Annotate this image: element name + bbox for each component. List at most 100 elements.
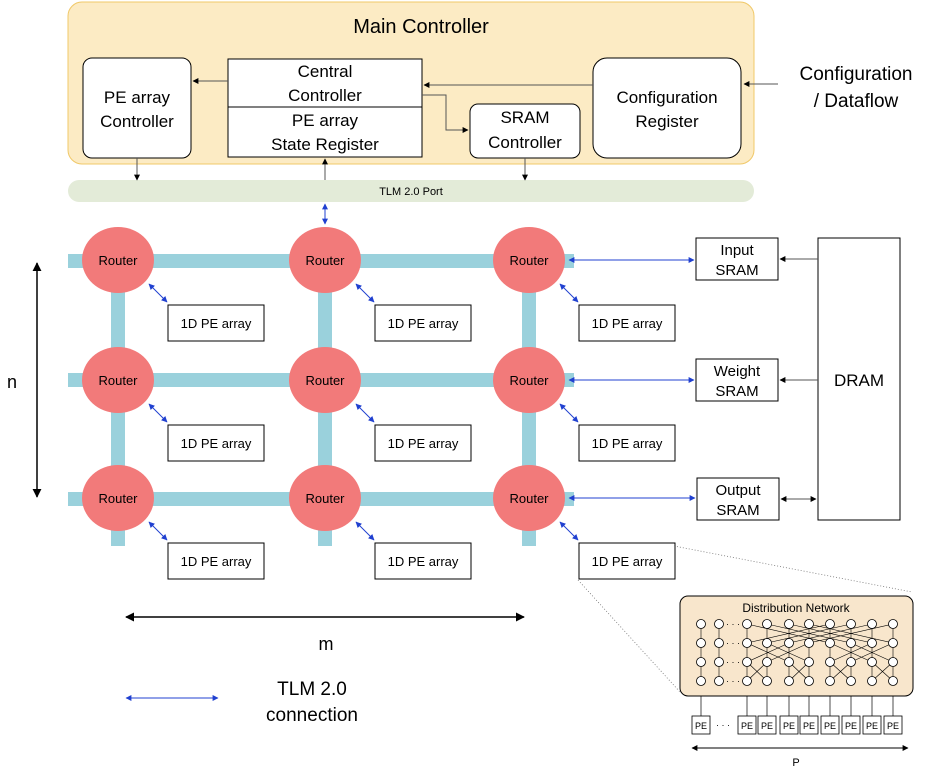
dram-box — [817, 237, 901, 521]
dist-node — [825, 638, 835, 648]
pe-array-label: 1D PE array — [388, 316, 459, 331]
dist-node — [762, 676, 772, 686]
dist-ellipsis: · · · — [726, 657, 740, 667]
dist-node — [784, 676, 794, 686]
pe-array-label: 1D PE array — [592, 554, 663, 569]
dist-node — [867, 657, 877, 667]
dist-node — [742, 676, 752, 686]
pe-label: PE — [866, 721, 878, 731]
router-label: Router — [98, 373, 138, 388]
dist-node — [825, 657, 835, 667]
configuration-register-line1: Configuration — [616, 88, 717, 107]
pe-label: PE — [803, 721, 815, 731]
pe-label: PE — [845, 721, 857, 731]
router-node — [289, 347, 361, 413]
dist-edge — [788, 623, 873, 644]
router-node — [493, 227, 565, 293]
pe-box — [883, 715, 903, 735]
pe-array-box — [374, 424, 472, 462]
router-label: Router — [98, 253, 138, 268]
dist-node — [784, 619, 794, 629]
pe-array-box — [167, 542, 265, 580]
dist-node — [804, 657, 814, 667]
memory-hierarchy: Input SRAM Weight SRAM Output SRAM DRAM — [568, 237, 901, 521]
weight-sram-line1: Weight — [714, 363, 761, 380]
dist-node — [867, 619, 877, 629]
dist-node — [742, 657, 752, 667]
router-pe-tlm-arrow — [355, 521, 375, 541]
pe-array-label: 1D PE array — [181, 316, 252, 331]
router-node — [289, 465, 361, 531]
router-pe-tlm-arrow — [148, 521, 168, 541]
router-label: Router — [509, 373, 549, 388]
dist-node — [846, 676, 856, 686]
dist-node — [804, 619, 814, 629]
configuration-register-box — [592, 57, 742, 159]
router-pe-tlm-arrow — [559, 521, 579, 541]
pe-array-label: 1D PE array — [592, 316, 663, 331]
pe-box — [737, 715, 757, 735]
router-label: Router — [305, 491, 345, 506]
dist-edge — [766, 642, 810, 663]
dist-node — [867, 638, 877, 648]
pe-label: PE — [824, 721, 836, 731]
central-controller-line2: Controller — [288, 86, 362, 105]
dist-node — [888, 676, 898, 686]
central-to-sram-controller-arrow — [422, 94, 469, 133]
pe-array-box — [374, 304, 472, 342]
pe-array-label: 1D PE array — [592, 436, 663, 451]
pe-array-box — [167, 424, 265, 462]
dist-node — [696, 619, 706, 629]
router-label: Router — [509, 491, 549, 506]
dist-node — [867, 676, 877, 686]
router-node — [82, 465, 154, 531]
pe-box — [691, 715, 711, 735]
configuration-register-line2: Register — [635, 112, 699, 131]
dist-ellipsis: · · · — [726, 676, 740, 686]
dist-edge — [850, 642, 894, 663]
pe-array-controller-line2: Controller — [100, 112, 174, 131]
dram-label: DRAM — [834, 371, 884, 390]
router-node — [82, 347, 154, 413]
dist-node — [762, 657, 772, 667]
pe-array-label: 1D PE array — [181, 554, 252, 569]
dist-node — [804, 638, 814, 648]
zoom-line-right — [673, 545, 913, 593]
dist-node — [888, 638, 898, 648]
pe-label: PE — [695, 721, 707, 731]
dist-node — [714, 657, 724, 667]
pe-label: PE — [761, 721, 773, 731]
tlm-port-bar — [68, 180, 754, 202]
dist-node — [714, 638, 724, 648]
router-node — [82, 227, 154, 293]
pe-array-label: 1D PE array — [388, 436, 459, 451]
dist-node — [825, 619, 835, 629]
dist-ellipsis: · · · — [726, 619, 740, 629]
dist-node — [804, 676, 814, 686]
dist-ellipsis: · · · — [726, 638, 740, 648]
pe-array-label: 1D PE array — [388, 554, 459, 569]
configuration-input-line2: / Dataflow — [814, 91, 899, 112]
pe-array-box — [578, 424, 676, 462]
dist-node — [742, 619, 752, 629]
dist-node — [696, 638, 706, 648]
pe-label: PE — [741, 721, 753, 731]
pe-box — [862, 715, 882, 735]
router-pe-tlm-arrow — [559, 283, 579, 303]
weight-sram-line2: SRAM — [715, 383, 758, 400]
dist-node — [714, 619, 724, 629]
input-sram-line2: SRAM — [715, 262, 758, 279]
sram-controller-line1: SRAM — [500, 108, 549, 127]
output-sram-box — [696, 477, 780, 521]
dist-node — [762, 638, 772, 648]
output-sram-line1: Output — [715, 482, 761, 499]
dist-node — [846, 638, 856, 648]
pe-box — [799, 715, 819, 735]
input-sram-line1: Input — [720, 242, 754, 259]
pe-label: PE — [887, 721, 899, 731]
dist-node — [825, 676, 835, 686]
dist-node — [846, 657, 856, 667]
dist-node — [888, 657, 898, 667]
